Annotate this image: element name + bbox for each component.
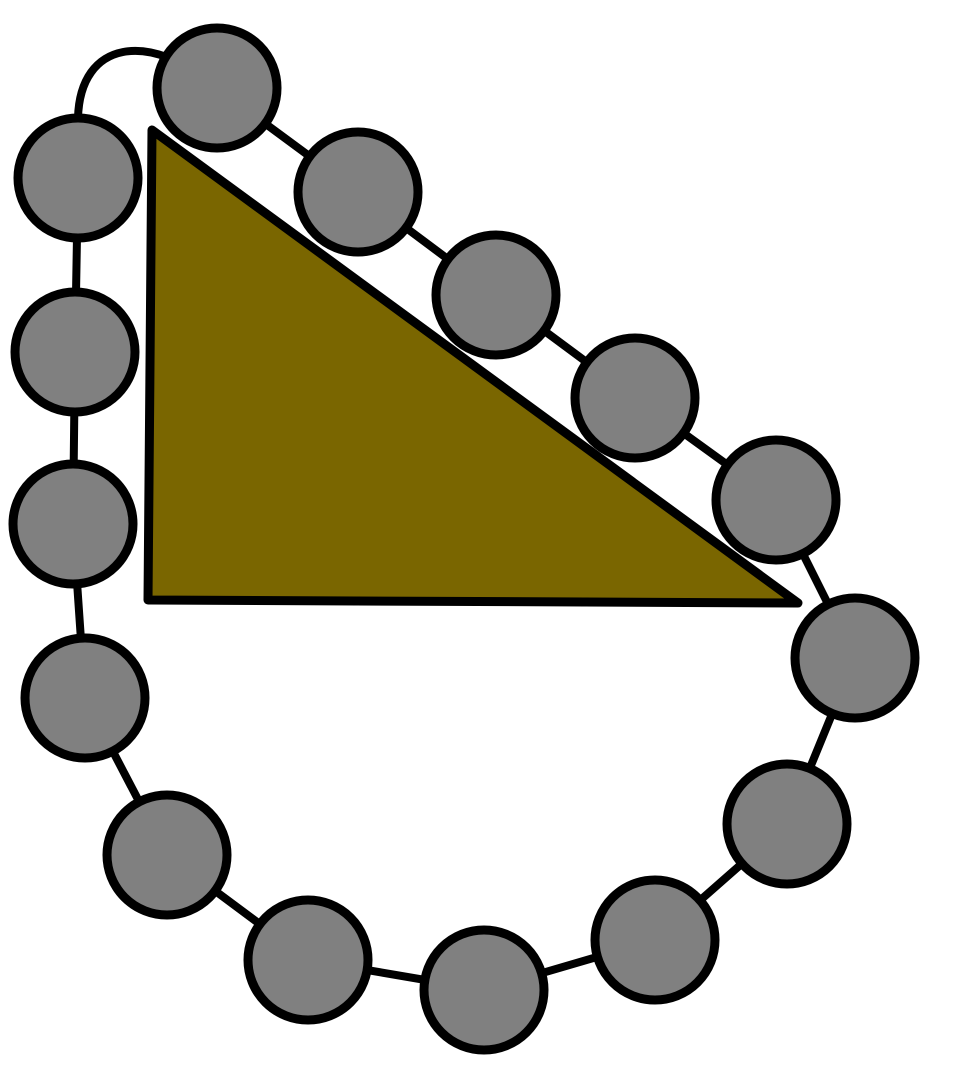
bead [10,287,140,417]
bead [20,633,150,763]
bead [293,127,423,257]
bead-group [8,23,920,1055]
bead [152,23,282,153]
bead [431,230,561,360]
bead [711,435,841,565]
bead [722,759,852,889]
bead [570,333,700,463]
bead [102,790,232,920]
bead [419,925,549,1055]
bead [790,593,920,723]
bead [243,895,373,1025]
bead [8,459,138,589]
right-triangle [143,125,803,608]
bead [590,875,720,1005]
bead [13,113,143,243]
